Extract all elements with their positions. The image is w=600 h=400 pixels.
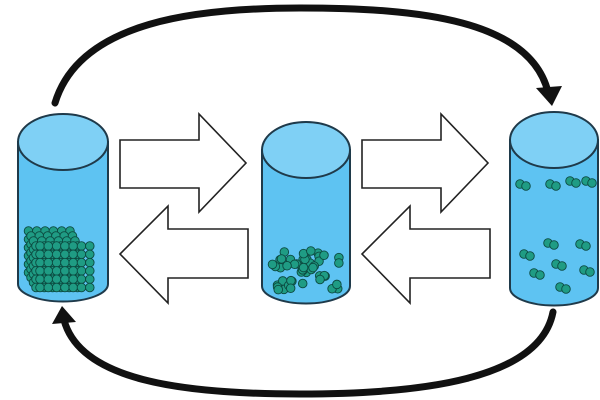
particle	[332, 279, 342, 290]
particle	[51, 241, 62, 251]
bottom-curved-arrowhead-icon	[52, 306, 76, 324]
liquid-container	[261, 121, 351, 305]
particle	[60, 282, 70, 293]
particle	[525, 251, 535, 261]
particle	[35, 266, 45, 276]
particle	[51, 274, 62, 284]
particle	[76, 241, 87, 251]
particle	[76, 257, 87, 268]
particle	[51, 249, 62, 260]
arrow-gas-to-liquid	[360, 204, 491, 305]
container-top	[261, 121, 351, 179]
particle	[587, 178, 597, 188]
particle	[581, 241, 591, 251]
particle	[561, 284, 571, 294]
particle	[267, 259, 278, 270]
particle	[306, 246, 316, 256]
particle	[76, 282, 87, 293]
particle	[85, 274, 95, 284]
particle	[51, 282, 62, 293]
particle	[35, 282, 45, 293]
particle	[535, 270, 545, 280]
particle	[285, 283, 296, 294]
particle	[60, 266, 70, 276]
particle	[334, 258, 344, 268]
particle	[60, 241, 70, 251]
particle	[68, 282, 78, 293]
particle	[85, 282, 95, 293]
particle	[60, 257, 70, 268]
arrow-liquid-to-solid	[118, 204, 249, 305]
particle	[85, 257, 95, 268]
particle	[35, 274, 45, 284]
particle	[68, 257, 78, 268]
particle	[549, 240, 559, 250]
particle	[76, 249, 87, 260]
particle	[557, 261, 567, 271]
particle	[289, 259, 300, 270]
particle	[35, 249, 45, 260]
particle	[35, 257, 45, 268]
particle	[68, 249, 78, 260]
particle	[76, 274, 87, 284]
particle	[297, 278, 308, 289]
particle	[60, 249, 70, 260]
particle	[282, 260, 292, 271]
particle	[319, 250, 329, 261]
particle	[35, 241, 45, 251]
particle	[273, 284, 284, 295]
particle	[585, 267, 595, 277]
bottom-curved-arrow-gas-to-solid	[60, 308, 557, 398]
particle	[43, 241, 54, 251]
particle	[85, 266, 95, 276]
particle	[68, 274, 78, 284]
solid-container	[17, 113, 109, 303]
particle	[76, 266, 87, 276]
particle	[51, 266, 62, 276]
top-curved-arrow-solid-to-gas	[51, 4, 552, 107]
particle	[68, 266, 78, 276]
particle	[60, 274, 70, 284]
particle	[85, 241, 95, 251]
particle	[315, 274, 325, 285]
container-top	[509, 111, 599, 169]
particle	[43, 257, 54, 268]
arrow-solid-to-liquid	[119, 112, 248, 214]
particle	[521, 181, 531, 191]
particle	[43, 249, 54, 260]
particle	[68, 241, 78, 251]
arrow-liquid-to-gas	[361, 112, 490, 214]
particle	[51, 257, 62, 268]
particle	[308, 262, 318, 273]
particle	[85, 249, 95, 260]
particle	[43, 274, 54, 284]
particle	[551, 181, 561, 191]
top-curved-arrowhead-icon	[536, 86, 562, 106]
particle	[571, 178, 581, 188]
container-top	[17, 113, 109, 171]
particle	[43, 282, 54, 293]
gas-container	[509, 111, 599, 307]
particle	[298, 262, 309, 273]
particle	[43, 266, 54, 276]
